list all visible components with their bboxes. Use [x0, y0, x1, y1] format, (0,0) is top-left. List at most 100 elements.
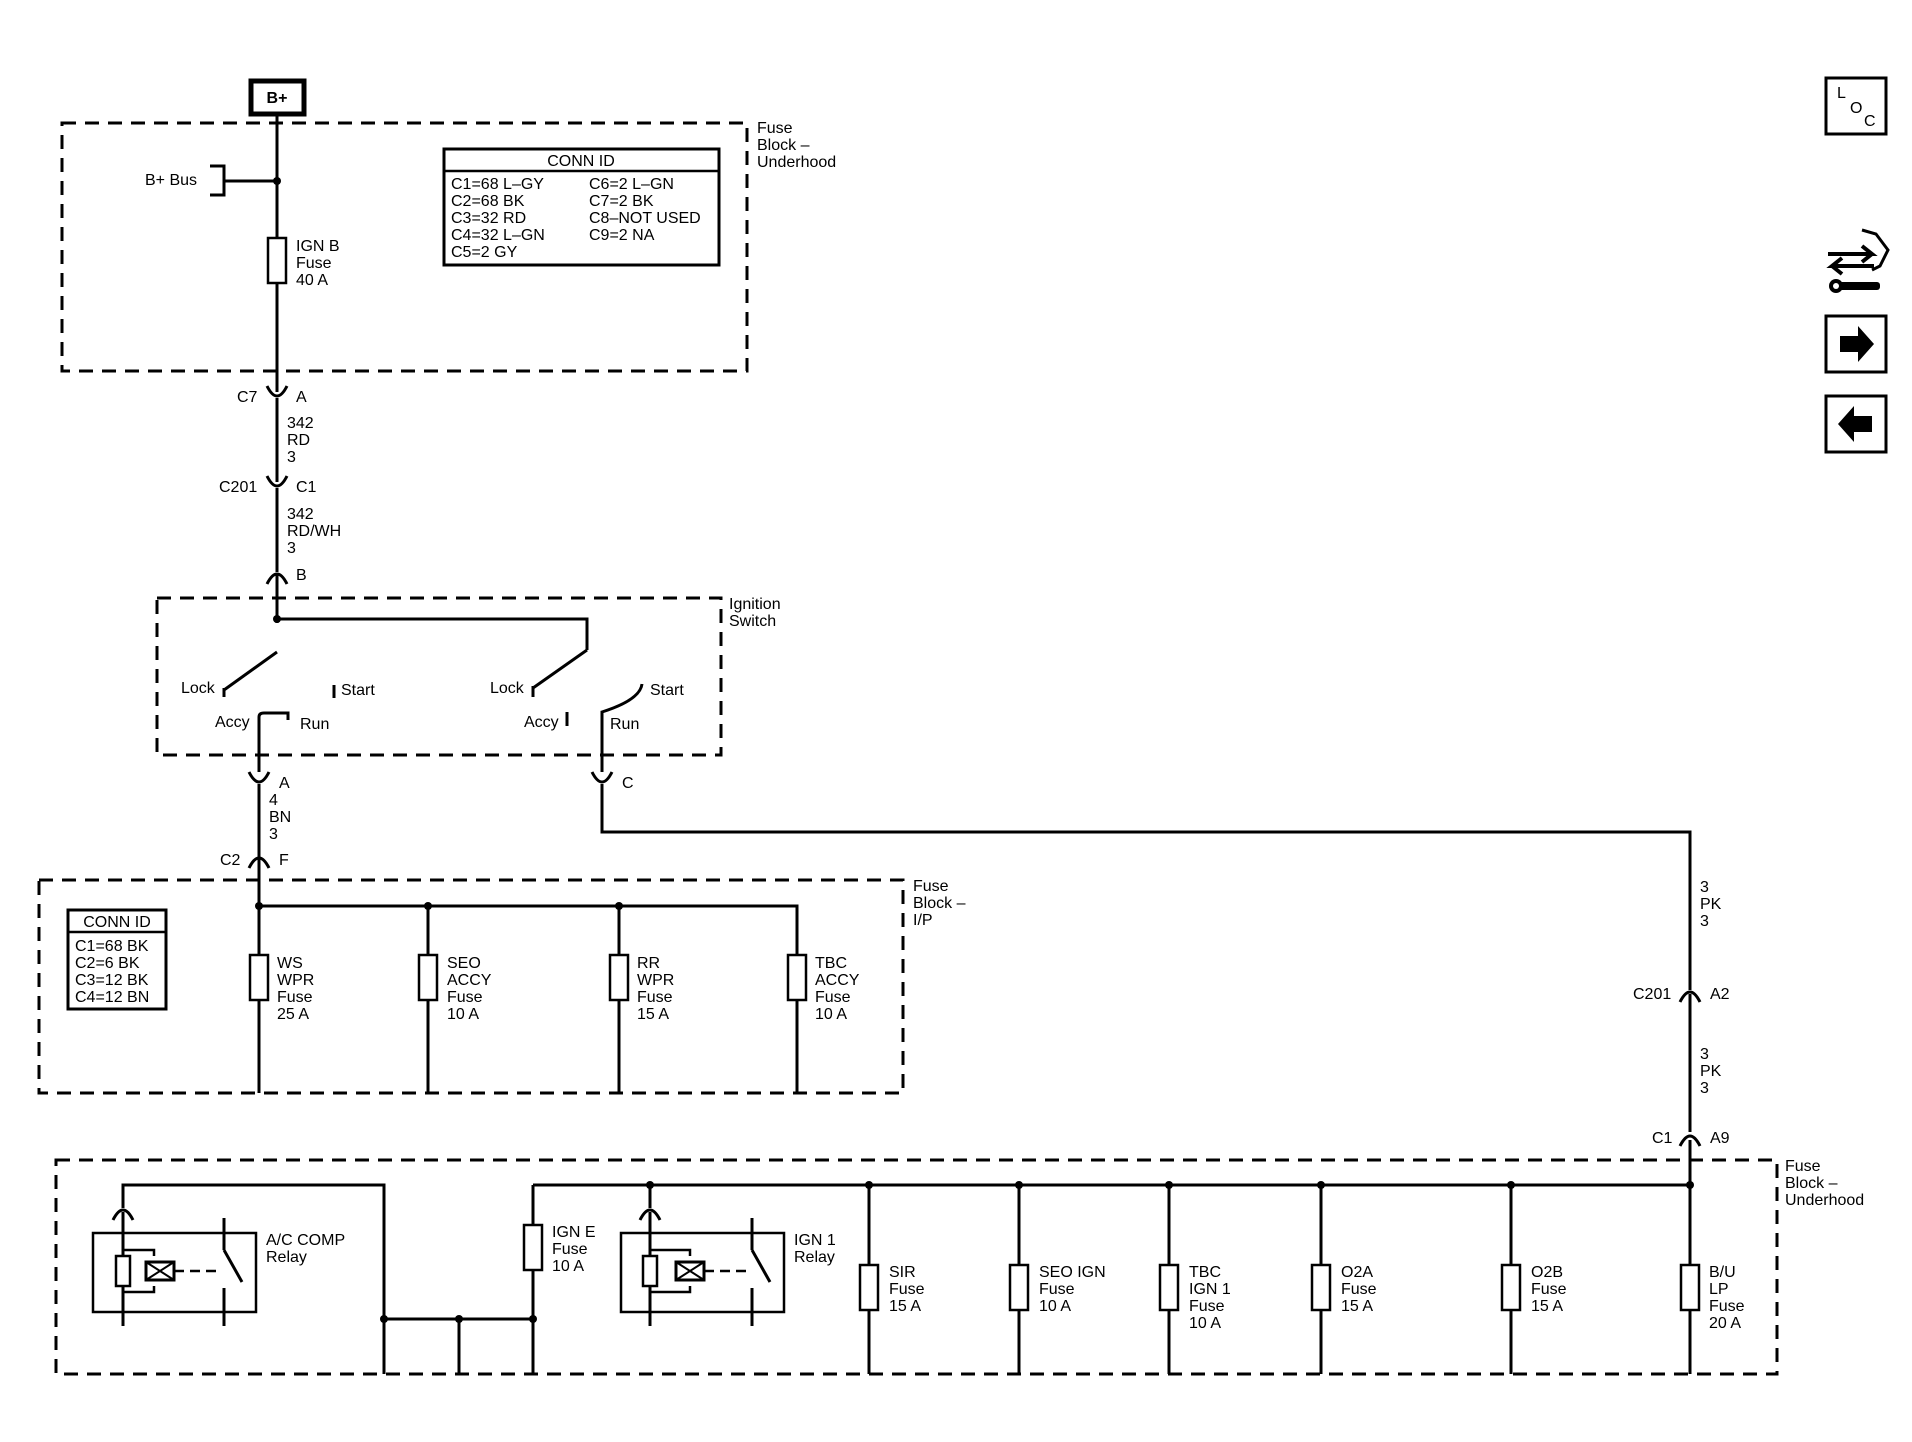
- fuse-block-ip-name-2: Block –: [913, 895, 966, 912]
- fuse-o2b: [1500, 1263, 1522, 1312]
- right-switch-lock-label: Lock: [490, 680, 525, 697]
- ac-relay-coil-x: [145, 1261, 175, 1281]
- connector-c7-pin: A: [296, 389, 307, 406]
- conn-id-top-right-3: C8–NOT USED: [589, 210, 701, 227]
- wire-4-line-1: 3: [1700, 879, 1709, 896]
- bottom-fuse-4-line-1: O2A: [1341, 1264, 1373, 1281]
- fuse-block-bottom-name-2: Block –: [1785, 1175, 1838, 1192]
- loc-button[interactable]: L O C: [1824, 76, 1888, 136]
- bottom-fuse-2-line-1: SEO IGN: [1039, 1264, 1106, 1281]
- ign1-relay-coil-link: [650, 1248, 692, 1294]
- bottom-fuse-5-line-3: 15 A: [1531, 1298, 1563, 1315]
- wire-4-line-2: PK: [1700, 896, 1722, 913]
- ignition-switch-name-1: Ignition: [729, 596, 781, 613]
- wire-1-line-2: RD: [287, 432, 310, 449]
- fuse-tbc-accy: [786, 953, 808, 1002]
- conn-id-ip-line-2: C2=6 BK: [75, 955, 140, 972]
- wire-3-pk-run-feed: [600, 784, 1692, 990]
- conn-id-top-right-1: C6=2 L–GN: [589, 176, 674, 193]
- ignition-switch-name-2: Switch: [729, 613, 776, 630]
- bottom-fuse-3-line-1: TBC: [1189, 1264, 1221, 1281]
- fuse-block-bottom-name-1: Fuse: [1785, 1158, 1821, 1175]
- relay-ign1-line-1: IGN 1: [794, 1232, 836, 1249]
- swap-tools-icon[interactable]: [1826, 228, 1890, 293]
- left-switch-accy-label: Accy: [215, 714, 250, 731]
- fuse-tbc-ign1: [1158, 1263, 1180, 1312]
- fuse-ign-e-line-3: 10 A: [552, 1258, 584, 1275]
- next-page-button[interactable]: [1824, 314, 1888, 374]
- bottom-fuse-6-line-4: 20 A: [1709, 1315, 1741, 1332]
- ip-fuse-2-line-1: SEO: [447, 955, 481, 972]
- wire-5-line-1: 3: [1700, 1046, 1709, 1063]
- wire-3-line-1: 4: [269, 792, 278, 809]
- bottom-fuse-2-line-3: 10 A: [1039, 1298, 1071, 1315]
- bottom-fuse-1-line-3: 15 A: [889, 1298, 921, 1315]
- ip-fuse-4-line-3: Fuse: [815, 989, 851, 1006]
- fuse-bu-lp: [1679, 1263, 1701, 1312]
- fuse-ws-wpr: [248, 953, 270, 1002]
- conn-id-table-top: CONN ID C1=68 L–GY C2=68 BK C3=32 RD C4=…: [442, 147, 721, 267]
- wire-1-line-3: 3: [287, 449, 296, 466]
- wire-5-line-2: PK: [1700, 1063, 1722, 1080]
- bottom-fuse-4-line-3: 15 A: [1341, 1298, 1373, 1315]
- arrow-right-icon: [1840, 326, 1874, 362]
- conn-id-top-left-2: C2=68 BK: [451, 193, 525, 210]
- ac-relay-pin-connector: [111, 1208, 135, 1221]
- ignition-switch-pin-a-connector: [247, 771, 271, 784]
- fuse-block-ip-name-1: Fuse: [913, 878, 949, 895]
- conn-id-top-title: CONN ID: [547, 153, 615, 170]
- ip-fuse-1-line-1: WS: [277, 955, 303, 972]
- bus-bracket: [210, 164, 226, 197]
- fuse-block-top-name-2: Block –: [757, 137, 810, 154]
- ignition-switch-box: [155, 596, 723, 757]
- ip-fuse-3-line-3: Fuse: [637, 989, 673, 1006]
- fuse-block-underhood-top: [60, 121, 749, 373]
- ignition-switch-pin-a: A: [279, 775, 290, 792]
- connector-c201-a2-pin: A2: [1710, 986, 1730, 1003]
- bottom-fuse-2-line-2: Fuse: [1039, 1281, 1075, 1298]
- conn-id-top-left-4: C4=32 L–GN: [451, 227, 545, 244]
- bottom-fuse-6-line-1: B/U: [1709, 1264, 1736, 1281]
- conn-id-top-left-3: C3=32 RD: [451, 210, 526, 227]
- conn-id-ip-title: CONN ID: [83, 914, 151, 931]
- ignition-switch-pin-b: B: [296, 567, 307, 584]
- wire-2-line-3: 3: [287, 540, 296, 557]
- ign1-relay-contact-blade: [750, 1249, 772, 1283]
- ign1-relay-coil-x: [675, 1261, 705, 1281]
- connector-c1-a9-pin: A9: [1710, 1130, 1730, 1147]
- ip-fuse-2-line-4: 10 A: [447, 1006, 479, 1023]
- loc-letter-o: O: [1850, 100, 1862, 117]
- fuse-ign-b-line-3: 40 A: [296, 272, 328, 289]
- fuse-ign-b-line-2: Fuse: [296, 255, 332, 272]
- fuse-block-ip: [37, 878, 905, 1095]
- cross-junction-2: [455, 1315, 463, 1323]
- connector-c201-c1: [265, 475, 289, 488]
- conn-id-table-ip: CONN ID C1=68 BK C2=6 BK C3=12 BK C4=12 …: [66, 908, 168, 1011]
- fuse-seo-ign: [1008, 1263, 1030, 1312]
- ip-fuse-1-line-4: 25 A: [277, 1006, 309, 1023]
- bottom-fuse-1-line-1: SIR: [889, 1264, 916, 1281]
- relay-ac-line-1: A/C COMP: [266, 1232, 345, 1249]
- ip-fuse-2-line-3: Fuse: [447, 989, 483, 1006]
- ignition-switch-pin-c: C: [622, 775, 634, 792]
- bottom-fuse-3-line-4: 10 A: [1189, 1315, 1221, 1332]
- wire-2-line-1: 342: [287, 506, 314, 523]
- cross-junction-1: [380, 1315, 388, 1323]
- fuse-block-bottom-name-3: Underhood: [1785, 1192, 1864, 1209]
- wire-4-line-3: 3: [1700, 913, 1709, 930]
- fuse-o2a: [1310, 1263, 1332, 1312]
- bus-label: B+ Bus: [145, 172, 197, 189]
- bottom-fuse-5-line-2: Fuse: [1531, 1281, 1567, 1298]
- connector-c7: [265, 385, 289, 398]
- conn-id-top-left-1: C1=68 L–GY: [451, 176, 544, 193]
- bottom-fuse-4-line-2: Fuse: [1341, 1281, 1377, 1298]
- right-switch-start-label: Start: [650, 682, 684, 699]
- ac-relay-resistor: [114, 1254, 132, 1288]
- right-switch-run-label: Run: [610, 716, 639, 733]
- arrow-left-icon: [1838, 406, 1872, 442]
- left-switch-lock-label: Lock: [181, 680, 216, 697]
- right-switch-blade: [532, 648, 588, 690]
- connector-c201-c1-name: C201: [219, 479, 257, 496]
- previous-page-button[interactable]: [1824, 394, 1888, 454]
